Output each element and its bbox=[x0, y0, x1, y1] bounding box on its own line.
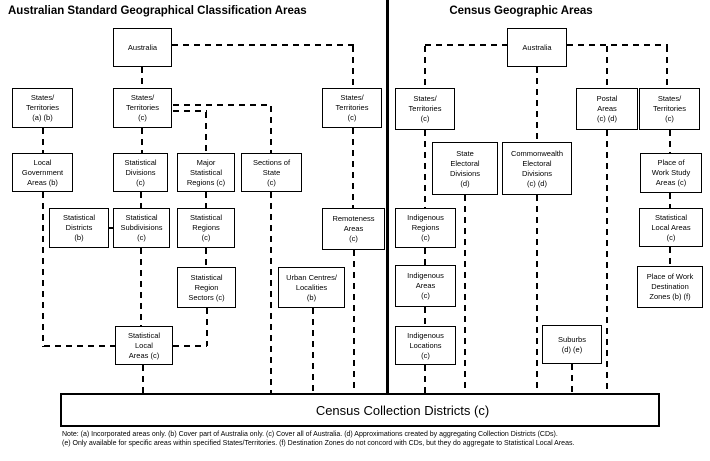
connector-line bbox=[270, 192, 272, 393]
connector-line bbox=[172, 44, 354, 46]
node-postal-areas: Postal Areas (c) (d) bbox=[576, 88, 638, 130]
footnote-line-2: (e) Only available for specific areas wi… bbox=[62, 440, 575, 447]
node-statistical-divisions: Statistical Divisions (c) bbox=[113, 153, 168, 192]
node-indigenous-regions: Indigenous Regions (c) bbox=[395, 208, 456, 248]
node-place-of-work-destination-zones: Place of Work Destination Zones (b) (f) bbox=[637, 266, 703, 308]
node-asgc-states-territories-ab: States/ Territories (a) (b) bbox=[12, 88, 73, 128]
connector-line bbox=[270, 106, 272, 153]
connector-line bbox=[424, 248, 426, 265]
connector-line bbox=[352, 46, 354, 88]
section-divider-line bbox=[386, 0, 389, 393]
connector-line bbox=[424, 365, 426, 393]
node-asgc-australia: Australia bbox=[113, 28, 172, 67]
connector-line bbox=[669, 193, 671, 208]
node-sections-of-state: Sections of State (c) bbox=[241, 153, 302, 192]
connector-line bbox=[424, 130, 426, 208]
connector-line bbox=[142, 365, 144, 393]
node-census-collection-districts: Census Collection Districts (c) bbox=[60, 393, 660, 427]
node-cga-states-territories-right: States/ Territories (c) bbox=[639, 88, 700, 130]
node-cga-states-territories-left: States/ Territories (c) bbox=[395, 88, 455, 130]
connector-line bbox=[571, 364, 573, 393]
connector-line bbox=[536, 195, 538, 393]
right-diagram-title: Census Geographic Areas bbox=[449, 5, 593, 17]
connector-line bbox=[173, 110, 207, 112]
node-local-government-areas: Local Government Areas (b) bbox=[12, 153, 73, 192]
footnote-line-1: Note: (a) Incorporated areas only. (b) C… bbox=[62, 431, 558, 438]
connector-line bbox=[141, 67, 143, 88]
node-asgc-states-territories-c2: States/ Territories (c) bbox=[322, 88, 382, 128]
connector-line bbox=[353, 250, 355, 393]
connector-line bbox=[424, 46, 426, 88]
node-statistical-subdivisions: Statistical Subdivisions (c) bbox=[113, 208, 170, 248]
connector-line bbox=[141, 128, 143, 153]
node-suburbs: Suburbs (d) (e) bbox=[542, 325, 602, 364]
node-place-of-work-study-areas: Place of Work Study Areas (c) bbox=[640, 153, 702, 193]
connector-line bbox=[42, 192, 44, 347]
connector-line bbox=[666, 46, 668, 88]
node-asgc-statistical-local-areas: Statistical Local Areas (c) bbox=[115, 326, 173, 365]
connector-line bbox=[205, 112, 207, 153]
left-diagram-title: Australian Standard Geographical Classif… bbox=[8, 5, 307, 17]
connector-line bbox=[669, 130, 671, 153]
node-indigenous-areas: Indigenous Areas (c) bbox=[395, 265, 456, 307]
connector-line bbox=[44, 345, 115, 347]
node-cga-australia: Australia bbox=[507, 28, 567, 67]
node-statistical-regions: Statistical Regions (c) bbox=[177, 208, 235, 248]
connector-line bbox=[536, 67, 538, 142]
node-statistical-districts: Statistical Districts (b) bbox=[49, 208, 109, 248]
node-asgc-states-territories-c: States/ Territories (c) bbox=[113, 88, 172, 128]
connector-line bbox=[464, 195, 466, 393]
connector-line bbox=[140, 248, 142, 326]
node-statistical-region-sectors: Statistical Region Sectors (c) bbox=[177, 267, 236, 308]
connector-line bbox=[424, 307, 426, 326]
connector-line bbox=[42, 128, 44, 153]
connector-line bbox=[312, 308, 314, 393]
connector-line bbox=[140, 192, 142, 208]
node-commonwealth-electoral-divisions: Commonwealth Electoral Divisions (c) (d) bbox=[502, 142, 572, 195]
connector-line bbox=[108, 227, 114, 229]
node-remoteness-areas: Remoteness Areas (c) bbox=[322, 208, 385, 250]
connector-line bbox=[352, 128, 354, 208]
node-urban-centres-localities: Urban Centres/ Localities (b) bbox=[278, 267, 345, 308]
node-indigenous-locations: Indigenous Locations (c) bbox=[395, 326, 456, 365]
node-state-electoral-divisions: State Electoral Divisions (d) bbox=[432, 142, 498, 195]
connector-line bbox=[567, 44, 668, 46]
node-cga-statistical-local-areas: Statistical Local Areas (c) bbox=[639, 208, 703, 247]
connector-line bbox=[205, 248, 207, 267]
connector-line bbox=[205, 192, 207, 208]
connector-line bbox=[173, 345, 207, 347]
node-major-statistical-regions: Major Statistical Regions (c) bbox=[177, 153, 235, 192]
connector-line bbox=[173, 104, 272, 106]
connector-line bbox=[669, 247, 671, 266]
connector-line bbox=[206, 308, 208, 346]
connector-line bbox=[606, 46, 608, 88]
connector-line bbox=[606, 130, 608, 393]
connector-line bbox=[425, 44, 507, 46]
